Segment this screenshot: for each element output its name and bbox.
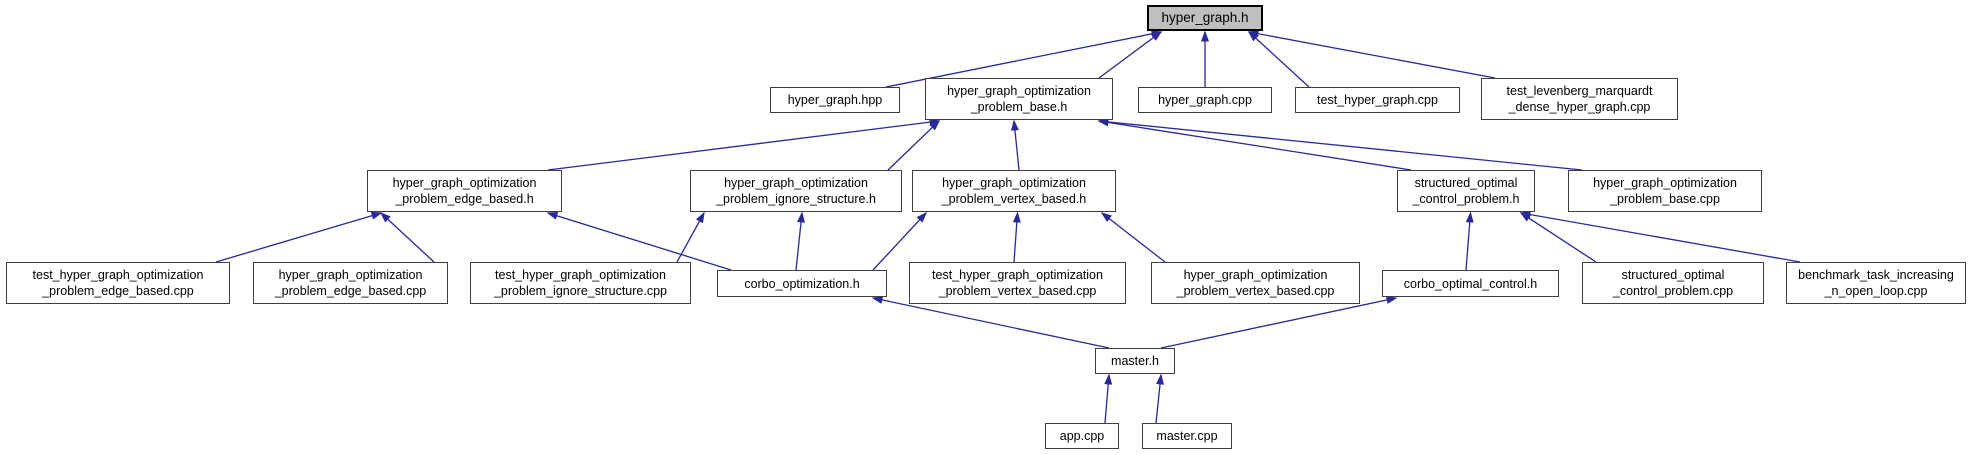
graph-node-label: _problem_edge_based.cpp xyxy=(42,284,194,298)
graph-node-label: test_hyper_graph.cpp xyxy=(1317,93,1438,107)
include-edge-test_vertex_cpp-to-vertex_based_h xyxy=(1012,211,1021,263)
include-edge-corbo_optimization_h-to-vertex_based_h xyxy=(872,211,928,271)
graph-node-test_vertex_cpp[interactable]: test_hyper_graph_optimization _problem_ve… xyxy=(909,262,1126,304)
include-edge-test_hyper_graph_cpp-to-hyper_graph_h xyxy=(1247,30,1310,88)
graph-node-label: structured_optimal xyxy=(1414,176,1518,190)
include-edge-structured_ocp_h-to-problem_base_h xyxy=(1097,118,1412,171)
include-edge-benchmark_cpp-to-structured_ocp_h xyxy=(1519,210,1801,263)
include-edge-problem_base_cpp-to-problem_base_h xyxy=(1097,117,1583,171)
include-edge-test_levenberg_cpp-to-hyper_graph_h xyxy=(1247,29,1496,79)
graph-node-label: hyper_graph.h xyxy=(1161,10,1249,25)
graph-node-edge_based_h[interactable]: hyper_graph_optimization _problem_edge_ba… xyxy=(367,170,562,212)
graph-node-vertex_based_cpp[interactable]: hyper_graph_optimization _problem_vertex_… xyxy=(1151,262,1360,304)
include-edge-ignore_structure_h-to-problem_base_h xyxy=(887,119,941,171)
graph-node-problem_base_cpp[interactable]: hyper_graph_optimization _problem_base.cp… xyxy=(1568,170,1762,212)
graph-node-label: corbo_optimal_control.h xyxy=(1403,276,1538,291)
graph-node-label: hyper_graph.cpp xyxy=(1158,93,1252,107)
graph-node-app_cpp[interactable]: app.cpp xyxy=(1045,423,1119,449)
graph-node-edge_based_cpp[interactable]: hyper_graph_optimization _problem_edge_ba… xyxy=(253,262,448,304)
graph-node-label: _n_open_loop.cpp xyxy=(1824,284,1928,298)
graph-node-structured_ocp_h[interactable]: structured_optimal _control_problem.h xyxy=(1397,170,1535,212)
graph-node-master_cpp[interactable]: master.cpp xyxy=(1142,423,1232,449)
graph-node-label: master.h xyxy=(1111,354,1159,368)
graph-node-structured_ocp_cpp[interactable]: structured_optimal _control_problem.cpp xyxy=(1582,262,1764,304)
include-edge-problem_base_h-to-hyper_graph_h xyxy=(1098,31,1163,79)
graph-node-label: _dense_hyper_graph.cpp xyxy=(1508,100,1651,114)
graph-node-label: test_levenberg_marquardt xyxy=(1506,84,1653,98)
include-edge-edge_based_cpp-to-edge_based_h xyxy=(379,211,435,263)
graph-node-label: hyper_graph_optimization xyxy=(942,176,1086,190)
graph-node-label: _problem_ignore_structure.cpp xyxy=(493,284,668,298)
include-edge-corbo_optimization_h-to-edge_based_h xyxy=(546,212,732,271)
graph-node-test_levenberg_cpp[interactable]: test_levenberg_marquardt _dense_hyper_gra… xyxy=(1481,78,1678,120)
graph-node-label: _problem_base.h xyxy=(970,100,1068,114)
include-edge-master_h-to-corbo_optimization_h xyxy=(871,296,1110,349)
graph-node-corbo_optimization_h[interactable]: corbo_optimization.h xyxy=(717,270,887,297)
graph-node-ignore_structure_h[interactable]: hyper_graph_optimization _problem_ignore_… xyxy=(690,170,902,212)
graph-node-test_ignore_cpp[interactable]: test_hyper_graph_optimization _problem_ig… xyxy=(470,262,691,304)
graph-node-label: _problem_edge_based.h xyxy=(395,192,534,206)
graph-node-label: hyper_graph_optimization xyxy=(1593,176,1737,190)
graph-node-label: _problem_vertex_based.h xyxy=(941,192,1087,206)
graph-node-label: hyper_graph_optimization xyxy=(724,176,868,190)
graph-node-hyper_graph_hpp[interactable]: hyper_graph.hpp xyxy=(770,87,900,113)
graph-node-label: _problem_ignore_structure.h xyxy=(716,192,876,206)
include-edge-vertex_based_cpp-to-vertex_based_h xyxy=(1100,212,1166,263)
graph-node-label: master.cpp xyxy=(1156,429,1218,443)
graph-node-label: app.cpp xyxy=(1059,429,1105,443)
graph-node-problem_base_h[interactable]: hyper_graph_optimization _problem_base.h xyxy=(925,78,1113,120)
graph-node-hyper_graph_h: hyper_graph.h xyxy=(1147,5,1263,31)
graph-node-label: test_hyper_graph_optimization xyxy=(495,268,666,282)
graph-node-label: corbo_optimization.h xyxy=(744,276,860,291)
graph-node-label: hyper_graph_optimization xyxy=(392,176,537,190)
include-edge-vertex_based_h-to-problem_base_h xyxy=(1010,119,1020,171)
graph-node-hyper_graph_cpp[interactable]: hyper_graph.cpp xyxy=(1138,87,1272,113)
graph-node-label: hyper_graph.hpp xyxy=(787,93,883,107)
graph-node-master_h[interactable]: master.h xyxy=(1095,348,1175,374)
graph-node-label: _problem_base.cpp xyxy=(1610,192,1720,206)
include-edge-test_ignore_cpp-to-ignore_structure_h xyxy=(676,211,705,263)
graph-node-label: benchmark_task_increasing xyxy=(1798,268,1954,282)
graph-node-label: _problem_vertex_based.cpp xyxy=(938,284,1097,298)
include-edge-master_h-to-corbo_optimal_ctrl_h xyxy=(1160,296,1398,349)
graph-node-label: _problem_edge_based.cpp xyxy=(274,284,427,298)
graph-node-label: hyper_graph_optimization xyxy=(947,84,1091,98)
graph-node-test_hyper_graph_cpp[interactable]: test_hyper_graph.cpp xyxy=(1295,87,1460,113)
include-edge-app_cpp-to-master_h xyxy=(1104,373,1113,424)
graph-node-label: structured_optimal xyxy=(1621,268,1725,282)
graph-node-label: _problem_vertex_based.cpp xyxy=(1176,284,1335,298)
include-edge-edge_based_h-to-problem_base_h xyxy=(547,118,941,171)
include-edge-corbo_optimal_ctrl_h-to-structured_ocp_h xyxy=(1465,211,1474,271)
graph-node-benchmark_cpp[interactable]: benchmark_task_increasing _n_open_loop.cp… xyxy=(1786,262,1966,304)
include-edge-hyper_graph_hpp-to-hyper_graph_h xyxy=(885,29,1163,88)
graph-node-corbo_optimal_ctrl_h[interactable]: corbo_optimal_control.h xyxy=(1382,270,1559,297)
graph-node-label: hyper_graph_optimization xyxy=(278,268,423,282)
graph-node-label: _control_problem.cpp xyxy=(1612,284,1734,298)
include-edge-structured_ocp_cpp-to-structured_ocp_h xyxy=(1519,212,1597,263)
graph-node-test_edge_based_cpp[interactable]: test_hyper_graph_optimization _problem_ed… xyxy=(6,262,230,304)
graph-node-label: test_hyper_graph_optimization xyxy=(932,268,1103,282)
graph-node-label: test_hyper_graph_optimization xyxy=(32,268,204,282)
include-edge-corbo_optimization_h-to-ignore_structure_h xyxy=(795,211,805,271)
graph-node-label: hyper_graph_optimization xyxy=(1183,268,1328,282)
graph-node-label: _control_problem.h xyxy=(1412,192,1520,206)
graph-node-vertex_based_h[interactable]: hyper_graph_optimization _problem_vertex_… xyxy=(912,170,1116,212)
include-edge-master_cpp-to-master_h xyxy=(1155,373,1164,424)
include-edge-test_edge_based_cpp-to-edge_based_h xyxy=(215,211,383,263)
